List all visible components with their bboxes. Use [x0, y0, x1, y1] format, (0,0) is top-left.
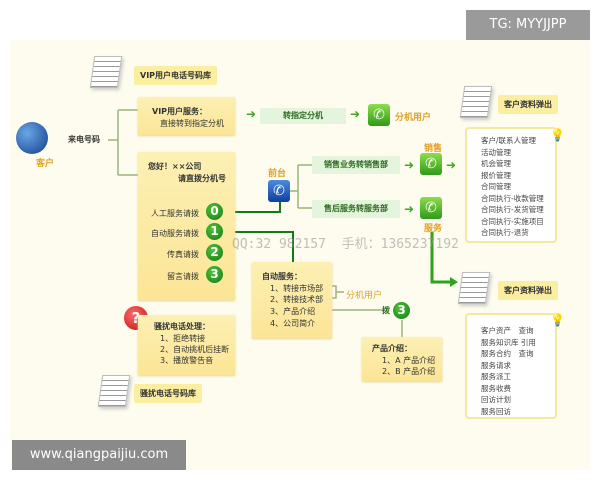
bottom-watermark: www.qiangpaijiu.com: [12, 440, 186, 470]
product-intro-box: 产品介绍： 1、A 产品介绍 2、B 产品介绍: [362, 337, 442, 381]
arrow-right-icon: ➜: [446, 158, 457, 172]
lightbulb-icon: 💡: [550, 128, 565, 142]
harass-db-label: 骚扰电话号码库: [134, 384, 202, 403]
service-crm-panel: 客户资产 查询服务知识库 引用服务合约 查询服务请求服务派工服务收费回访计划服务…: [465, 313, 557, 419]
vip-service-desc: 直接转到指定分机: [160, 119, 224, 128]
arrow-right-icon: ➜: [404, 202, 415, 216]
product-item: 1、A 产品介绍: [382, 356, 436, 365]
harassment-box: 骚扰电话处理： 1、拒绝转接 2、自动挑机后挂断 3、播放警告音: [138, 315, 235, 375]
product-title: 产品介绍：: [372, 344, 412, 353]
option-label: 人工服务请拨: [151, 209, 199, 218]
harass-item: 3、播放警告音: [160, 356, 214, 365]
lightbulb-icon: 💡: [550, 313, 565, 327]
watermark-phone: 手机：1365237192: [341, 237, 459, 252]
panel-item: 客户/联系人管理: [481, 136, 537, 145]
globe-icon: [16, 122, 48, 154]
document-icon: [457, 272, 491, 304]
option-label: 自动服务请拨: [151, 229, 199, 238]
harass-title: 骚扰电话处理：: [154, 322, 210, 331]
incoming-number-label: 来电号码: [68, 135, 100, 144]
panel-item: 机会管理: [481, 159, 511, 168]
option-label: 留言请拨: [167, 272, 199, 281]
key-3-badge: 3: [393, 302, 410, 319]
auto-service-title: 自动服务：: [262, 272, 302, 281]
front-desk-label: 前台: [268, 169, 287, 179]
popup1-label: 客户资料弹出: [498, 95, 558, 114]
panel-item: 回访计划: [481, 395, 511, 404]
watermark-qq: QQ:32 982157: [232, 237, 326, 252]
service-label: 服务: [424, 224, 443, 234]
key-1-badge: 1: [206, 223, 223, 240]
phone-icon: ✆: [368, 104, 390, 126]
panel-item: 服务收费: [481, 383, 511, 393]
vip-service-box: VIP用户服务： 直接转到指定分机: [138, 97, 235, 135]
phone-icon: ✆: [420, 153, 442, 175]
panel-item: 合同执行-实施项目: [481, 216, 544, 226]
harass-item: 2、自动挑机后挂断: [160, 345, 230, 354]
key-3-badge: 3: [206, 266, 223, 283]
watermark-overlay: QQ:32 982157 手机：1365237192: [232, 237, 459, 252]
popup2-label: 客户资料弹出: [498, 281, 558, 300]
document-icon: [89, 56, 123, 88]
phone-icon: ✆: [268, 180, 290, 202]
auto-item: 4、公司简介: [270, 319, 316, 328]
panel-item: 报价管理: [481, 170, 511, 180]
panel-item: 合同执行-退货: [481, 228, 529, 237]
document-icon: [459, 86, 493, 118]
sales-crm-panel: 客户/联系人管理活动管理机会管理报价管理合同管理合同执行-收款管理合同执行-发货…: [465, 127, 557, 243]
arrow-right-icon: ➜: [246, 107, 257, 121]
top-watermark: TG: MYYJJPP: [466, 10, 590, 40]
dial-label: 拨: [382, 306, 390, 315]
panel-item: 客户资产 查询: [481, 326, 534, 335]
ext-user-label: 分机用户: [395, 113, 432, 123]
auto-item: 2、转接技术部: [270, 295, 324, 304]
panel-item: 服务回访: [481, 406, 511, 416]
panel-item: 合同执行-收款管理: [481, 193, 544, 203]
panel-item: 服务合约 查询: [481, 349, 534, 358]
greeting-line2: 请直拨分机号: [178, 174, 226, 183]
panel-item: 服务派工: [481, 372, 511, 381]
auto-item: 1、转接市场部: [270, 284, 324, 293]
transfer-ext-box: 转指定分机: [260, 108, 346, 124]
document-icon: [97, 375, 131, 407]
sales-label: 销售: [424, 144, 443, 154]
ext-user-label: 分机用户: [346, 291, 383, 301]
auto-item: 3、产品介绍: [270, 307, 316, 316]
harass-item: 1、拒绝转接: [160, 334, 206, 343]
sales-route-box: 销售业务转销售部: [312, 156, 400, 174]
key-0-badge: 0: [206, 203, 223, 220]
arrow-right-icon: ➜: [404, 158, 415, 172]
service-route-box: 售后服务转服务部: [312, 200, 400, 218]
panel-item: 合同管理: [481, 182, 511, 191]
option-label: 传真请拨: [167, 250, 199, 259]
key-2-badge: 2: [206, 244, 223, 261]
product-item: 2、B 产品介绍: [382, 367, 436, 376]
phone-icon: ✆: [420, 197, 442, 219]
vip-service-title: VIP用户服务：: [152, 107, 208, 116]
panel-item: 服务请求: [481, 360, 511, 370]
arrow-right-icon: ➜: [350, 107, 361, 121]
panel-item: 活动管理: [481, 147, 511, 157]
panel-item: 服务知识库 引用: [481, 337, 536, 347]
vip-db-label: VIP用户电话号码库: [134, 66, 218, 85]
auto-service-box: 自动服务： 1、转接市场部 2、转接技术部 3、产品介绍 4、公司简介: [252, 262, 332, 338]
greeting-line1: 您好！××公司: [148, 162, 202, 171]
panel-item: 合同执行-发货管理: [481, 205, 544, 214]
customer-label: 客户: [36, 159, 55, 169]
